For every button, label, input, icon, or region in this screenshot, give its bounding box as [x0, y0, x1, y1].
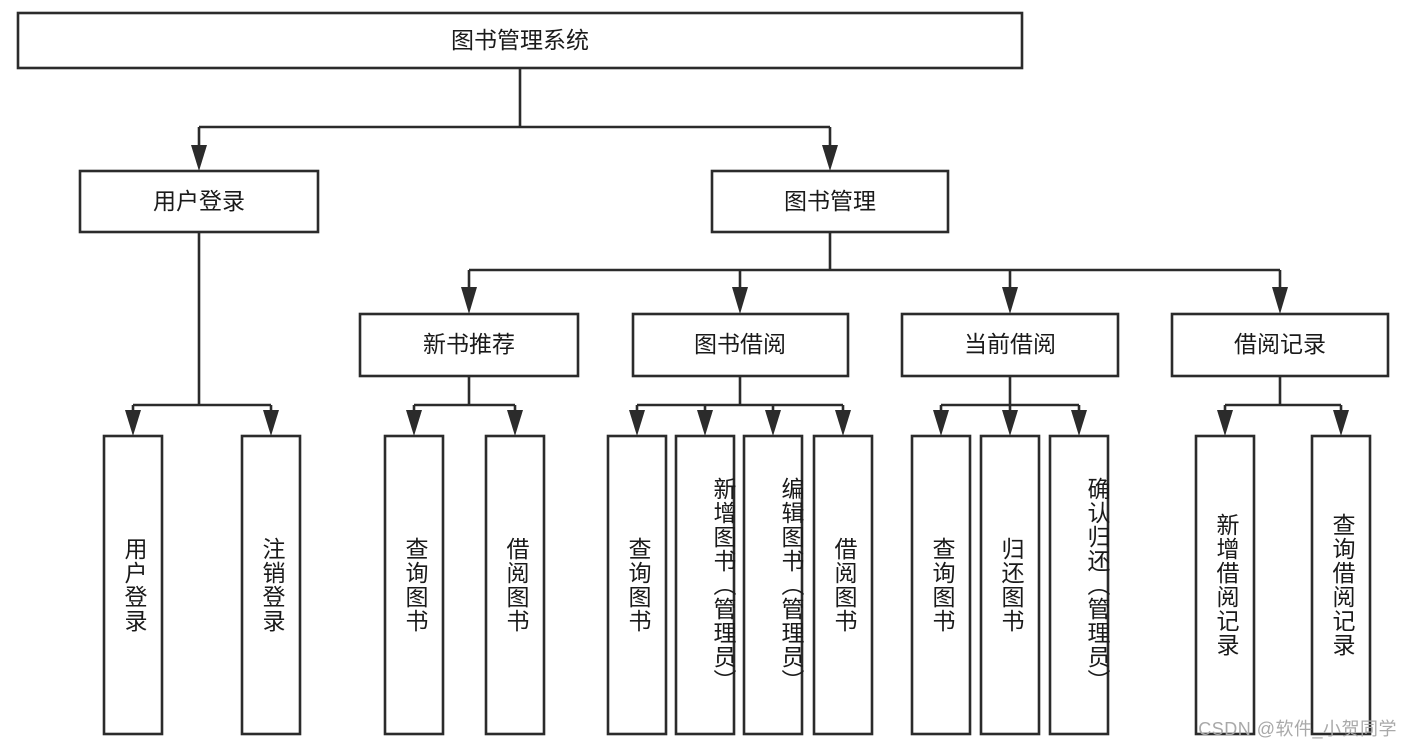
node-box-root[interactable]: [16, 11, 1024, 70]
arrow-head-leaf-user-login: [125, 410, 141, 436]
arrow-head-book-manage: [822, 145, 838, 171]
csdn-watermark: CSDN @软件_小贺同学: [1198, 719, 1397, 739]
node-box-book-borrow[interactable]: [631, 312, 850, 378]
arrow-head-newbook-leaf-1: [406, 410, 422, 436]
leaf-box-borrow-lend[interactable]: [812, 434, 874, 736]
label-new-book-recommend: 新书推荐: [423, 331, 515, 357]
arrow-head-borrow-record: [1272, 287, 1288, 314]
label-book-borrow: 图书借阅: [694, 331, 786, 357]
leaf-box-borrow-add[interactable]: [674, 434, 736, 736]
leaf-box-borrow-edit[interactable]: [742, 434, 804, 736]
leaf-box-record-add[interactable]: [1194, 434, 1256, 736]
leaf-box-newbook-query[interactable]: [383, 434, 445, 736]
arrow-head-leaf-logout: [263, 410, 279, 436]
leaf-box-current-return[interactable]: [979, 434, 1041, 736]
arrow-head-bookborrow-leaf-3: [765, 410, 781, 436]
arrow-head-currentborrow-leaf-1: [933, 410, 949, 436]
label-borrow-record: 借阅记录: [1234, 331, 1326, 357]
node-box-current-borrow[interactable]: [900, 312, 1120, 378]
arrow-head-borrowrecord-leaf-1: [1217, 410, 1233, 436]
leaf-box-current-query[interactable]: [910, 434, 972, 736]
leaf-box-record-query[interactable]: [1310, 434, 1372, 736]
leaf-box-newbook-borrow[interactable]: [484, 434, 546, 736]
node-box-borrow-record[interactable]: [1170, 312, 1390, 378]
label-root: 图书管理系统: [451, 27, 589, 53]
leaf-box-logout[interactable]: [240, 434, 302, 736]
arrow-head-borrowrecord-leaf-2: [1333, 410, 1349, 436]
arrow-head-bookborrow-leaf-2: [697, 410, 713, 436]
arrow-head-user-login: [191, 145, 207, 171]
arrow-head-new-book-recommend: [461, 287, 477, 314]
node-box-user-login[interactable]: [78, 169, 320, 234]
leaf-box-borrow-query[interactable]: [606, 434, 668, 736]
leaf-box-current-confirm[interactable]: [1048, 434, 1110, 736]
arrow-head-current-borrow: [1002, 287, 1018, 314]
node-box-new-book-recommend[interactable]: [358, 312, 580, 378]
label-book-manage: 图书管理: [784, 188, 876, 214]
label-current-borrow: 当前借阅: [964, 331, 1056, 357]
arrow-head-currentborrow-leaf-2: [1002, 410, 1018, 436]
arrow-head-currentborrow-leaf-3: [1071, 410, 1087, 436]
label-user-login: 用户登录: [153, 188, 245, 214]
leaf-box-user-login[interactable]: [102, 434, 164, 736]
arrow-head-book-borrow: [732, 287, 748, 314]
arrow-head-newbook-leaf-2: [507, 410, 523, 436]
arrow-head-bookborrow-leaf-4: [835, 410, 851, 436]
arrow-head-bookborrow-leaf-1: [629, 410, 645, 436]
